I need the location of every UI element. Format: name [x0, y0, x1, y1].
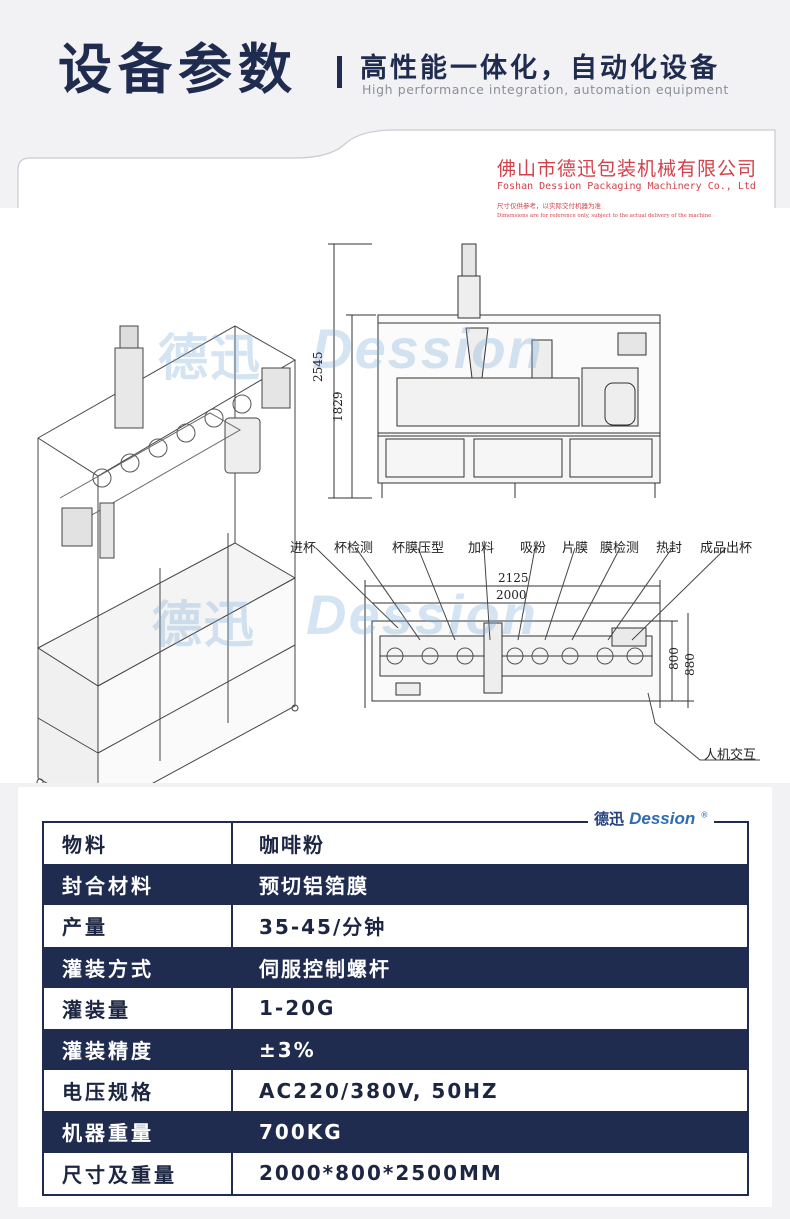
spec-value: ±3% — [231, 1028, 747, 1071]
spec-value: 伺服控制螺杆 — [231, 946, 747, 988]
station-label: 加料 — [468, 541, 495, 556]
company-name-cn: 佛山市德迅包装机械有限公司 — [497, 158, 758, 180]
watermark-en-1: Dession — [312, 317, 544, 380]
logo-text-cn: 德迅 — [594, 810, 625, 828]
spec-value: 35-45/分钟 — [231, 905, 747, 947]
table-row: 产量 35-45/分钟 — [44, 905, 747, 947]
watermark-en-2: Dession — [306, 583, 538, 646]
station-leader-lines — [315, 547, 760, 761]
page-subtitle: 高性能一体化，自动化设备 — [360, 53, 720, 84]
station-label: 进杯 — [290, 541, 317, 556]
dimension-note-en: Dimensions are for reference only, subje… — [497, 213, 712, 219]
spec-key: 电压规格 — [62, 1080, 154, 1105]
station-label: 吸粉 — [520, 541, 547, 556]
station-label: 片膜 — [562, 541, 589, 556]
spec-key: 灌装精度 — [62, 1039, 154, 1064]
company-name-en: Foshan Dession Packaging Machinery Co., … — [497, 181, 756, 192]
dim-width-frame: 800 — [667, 647, 681, 670]
dim-height-frame: 1829 — [331, 391, 345, 422]
table-row: 物料 咖啡粉 — [44, 823, 747, 865]
spec-key: 机器重量 — [62, 1121, 154, 1146]
dim-length-frame: 2000 — [496, 588, 527, 602]
dimension-note-cn: 尺寸仅供参考，以实际交付机器为准 — [497, 202, 601, 210]
watermark-cn-2: 德迅 — [152, 596, 256, 654]
logo-text-en: Dession — [629, 809, 696, 828]
spec-value: 2000*800*2500MM — [231, 1152, 747, 1194]
machine-drawing — [36, 243, 760, 783]
page-title: 设备参数 — [58, 38, 298, 101]
spec-table: 物料 咖啡粉 封合材料 预切铝箔膜 产量 35-45/分钟 灌装方式 伺服控制螺… — [42, 821, 749, 1196]
spec-key: 尺寸及重量 — [62, 1162, 177, 1187]
page-subtitle-en: High performance integration, automation… — [362, 82, 729, 97]
table-row: 灌装方式 伺服控制螺杆 — [44, 946, 747, 988]
spec-value: 预切铝箔膜 — [231, 864, 747, 906]
station-label: 热封 — [656, 541, 683, 556]
table-row: 灌装精度 ±3% — [44, 1028, 747, 1071]
page-header: 设备参数 高性能一体化，自动化设备 High performance integ… — [0, 0, 790, 160]
dim-height-total: 2545 — [311, 351, 325, 382]
station-label: 膜检测 — [600, 541, 640, 556]
table-row: 灌装量 1-20G — [44, 987, 747, 1029]
station-label: 成品出杯 — [700, 541, 753, 556]
panel-tab-outline — [17, 129, 776, 210]
width-dimension-lines — [660, 613, 694, 708]
height-dimension-lines — [328, 243, 376, 499]
station-label: 杯检测 — [334, 541, 374, 556]
watermark-cn-1: 德迅 — [158, 329, 262, 387]
spec-value: AC220/380V, 50HZ — [231, 1070, 747, 1112]
spec-value: 1-20G — [231, 987, 747, 1029]
table-row: 尺寸及重量 2000*800*2500MM — [44, 1152, 747, 1194]
title-divider — [337, 56, 342, 88]
brand-logo: 德迅 Dession ® — [588, 808, 715, 834]
dim-width-total: 880 — [683, 653, 697, 676]
top-view — [371, 620, 661, 702]
length-dimension-lines — [364, 580, 661, 708]
spec-key: 产量 — [62, 915, 108, 940]
station-label: 杯膜压型 — [392, 541, 445, 556]
spec-key: 灌装方式 — [62, 956, 154, 981]
spec-key: 灌装量 — [62, 997, 131, 1022]
dim-length-total: 2125 — [498, 571, 529, 585]
table-row: 机器重量 700KG — [44, 1111, 747, 1153]
hmi-label: 人机交互 — [704, 748, 757, 763]
table-row: 封合材料 预切铝箔膜 — [44, 864, 747, 906]
registered-mark: ® — [700, 810, 709, 820]
table-row: 电压规格 AC220/380V, 50HZ — [44, 1070, 747, 1112]
isometric-view — [36, 325, 299, 783]
spec-value: 700KG — [231, 1111, 747, 1153]
front-view — [377, 243, 661, 498]
spec-key: 封合材料 — [62, 874, 154, 899]
spec-value: 咖啡粉 — [231, 823, 747, 865]
spec-key: 物料 — [62, 833, 108, 858]
